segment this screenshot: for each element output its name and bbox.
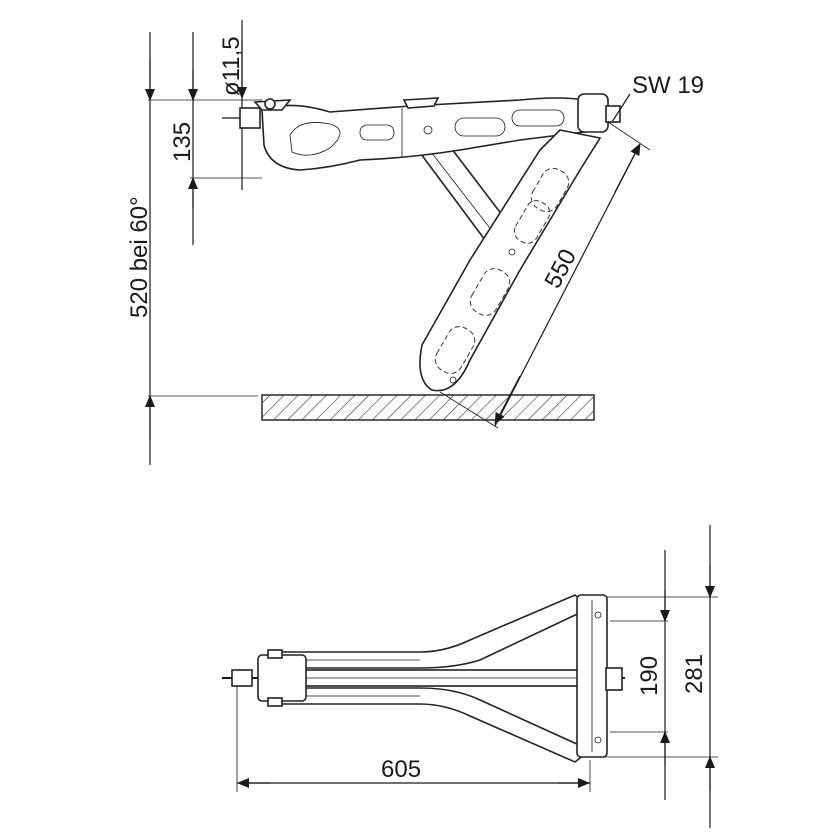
beam-cutout-1: [289, 122, 341, 156]
wrench-fitting: [605, 105, 621, 123]
foot-nut: [605, 667, 623, 691]
top-view: 281 190 605: [222, 525, 718, 828]
ground-hatch: [261, 394, 595, 421]
top-arm-upper: [267, 594, 592, 669]
dim-605: 605: [381, 756, 421, 783]
beam-cutout-4: [511, 109, 565, 127]
dim-135: 135: [169, 122, 196, 162]
dim-total-height: 520 bei 60°: [126, 196, 153, 318]
crank-handle-mid: [402, 97, 440, 109]
head-block: [257, 654, 307, 702]
strut-line: [427, 147, 497, 237]
dim-281: 281: [681, 654, 708, 694]
end-housing: [577, 93, 609, 133]
label-sw19: SW 19: [632, 72, 704, 99]
head-knob-bottom: [267, 697, 283, 707]
arm-cutout-2: [513, 200, 551, 244]
ext-line-550-top: [607, 121, 651, 151]
arm-hole: [508, 248, 516, 256]
dim-arrow-550-top: [614, 143, 641, 193]
head-knob-top: [267, 649, 283, 659]
ext-line-550-bottom: [439, 391, 499, 429]
dim-arrow-550-bottom: [494, 375, 521, 425]
arm-cutout-3: [469, 268, 511, 316]
spindle-nut-left: [239, 107, 261, 129]
top-arm-lower: [267, 687, 592, 763]
beam-cutout-2: [359, 124, 395, 141]
dim-190: 190: [636, 656, 663, 696]
crank-knob-left: [264, 98, 276, 110]
foot-hole-2: [594, 736, 602, 744]
dim-diameter: ø11,5: [218, 36, 245, 96]
beam-cutout-3: [454, 117, 506, 137]
beam-pivot: [423, 125, 433, 135]
arm-cutout-4: [434, 326, 476, 374]
arm-foot-hole: [449, 376, 457, 384]
leader-sw19: [611, 93, 631, 123]
foot-hole-1: [594, 611, 602, 619]
spindle-end: [231, 669, 253, 687]
lower-arm: [419, 129, 602, 392]
side-view: 520 bei 60° 135 ø11,5: [126, 20, 704, 465]
dim-550: 550: [539, 245, 582, 293]
arm-cutout-1: [530, 167, 570, 213]
